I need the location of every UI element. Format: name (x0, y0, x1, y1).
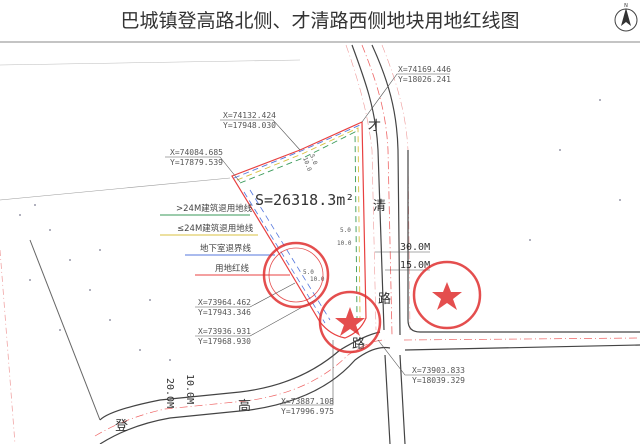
coord-2-y: Y=17948.030 (223, 121, 276, 130)
area-label: S=26318.3m² (255, 191, 354, 209)
map-title: 巴城镇登高路北侧、才清路西侧地块用地红线图 (120, 10, 519, 32)
coord-6-x: X=73903.833 (412, 366, 465, 375)
north-label: N (624, 3, 628, 9)
coord-4-y: Y=17943.346 (198, 308, 251, 317)
legend-label-basement: 地下室退界线 (200, 243, 252, 254)
coord-7-y: Y=17996.975 (281, 407, 334, 416)
road-label-lu1: 路 (378, 291, 391, 307)
setback-b: 10.0 (301, 156, 313, 172)
caiqing-road (345, 44, 411, 336)
stamp-bacheng (318, 290, 382, 354)
legend: >24M建筑退用地线 ≤24M建筑退用地线 地下室退界线 用地红线 (160, 203, 290, 276)
road-label-qing: 清 (373, 199, 386, 214)
denggao-road (94, 331, 391, 444)
width-caiqing-30: 30.0M (400, 242, 430, 253)
coord-callouts: X=74169.446 Y=18026.241 X=74132.424 Y=17… (165, 65, 465, 416)
width-denggao-20: 20.0M (164, 378, 175, 408)
road-label-deng: 登 (115, 419, 128, 434)
road-label-cai: 才 (368, 119, 381, 134)
setback-d: 10.0 (337, 240, 352, 247)
stamp-kunshan (412, 260, 482, 330)
coord-4-x: X=73964.462 (198, 298, 251, 307)
coord-3-y: Y=17879.539 (170, 158, 223, 167)
coord-1-x: X=74169.446 (398, 65, 451, 74)
road-label-lu2: 路 (352, 336, 365, 352)
north-arrow-icon: N (614, 3, 638, 32)
setback-e: 5.0 (303, 269, 314, 276)
coord-3-x: X=74084.685 (170, 148, 223, 157)
coord-2-x: X=74132.424 (223, 111, 276, 120)
width-denggao-10: 10.0M (184, 374, 195, 404)
setback-a: 5.0 (308, 153, 318, 166)
setback-c: 5.0 (340, 227, 351, 234)
road-label-gao: 高 (238, 398, 251, 414)
stamp-planning (262, 241, 330, 309)
legend-label-le24: ≤24M建筑退用地线 (177, 223, 254, 234)
legend-label-gt24: >24M建筑退用地线 (176, 203, 253, 214)
width-caiqing-15: 15.0M (400, 260, 430, 271)
existing-dots (19, 99, 621, 361)
coord-6-y: Y=18039.329 (412, 376, 465, 385)
coord-5-y: Y=17968.930 (198, 337, 251, 346)
setback-f: 10.0 (310, 276, 325, 283)
coord-7-x: X=73887.108 (281, 397, 334, 406)
legend-label-redline: 用地红线 (215, 263, 250, 274)
parcel-red-line (231, 121, 367, 339)
coord-1-y: Y=18026.241 (398, 75, 451, 84)
coord-5-x: X=73936.931 (198, 327, 251, 336)
